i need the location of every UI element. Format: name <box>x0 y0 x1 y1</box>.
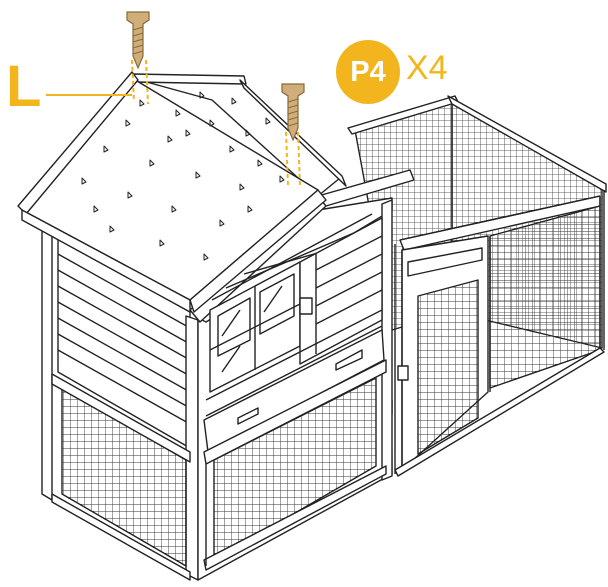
guide-lines <box>131 59 301 187</box>
hutch-body <box>41 169 415 581</box>
part-letter-label: L <box>6 54 42 119</box>
part-code-text: P4 <box>350 56 386 88</box>
roof <box>17 71 347 313</box>
part-code-badge: P4 <box>336 40 400 104</box>
quantity-label: X4 <box>406 49 448 87</box>
screw-icon <box>281 83 305 142</box>
screw-icon <box>126 11 150 70</box>
run-enclosure <box>347 95 607 477</box>
